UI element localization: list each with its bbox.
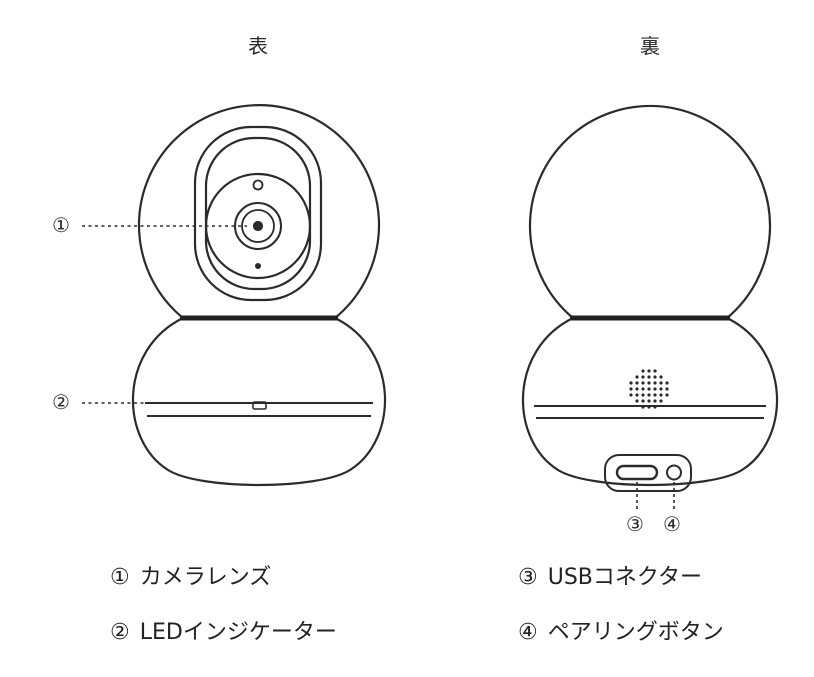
callout-marker-1: ① xyxy=(52,213,70,237)
speaker-hole xyxy=(635,375,639,379)
pairing-button xyxy=(666,464,682,481)
speaker-hole xyxy=(629,393,633,397)
speaker-hole xyxy=(647,381,651,385)
lens-ring-inner xyxy=(241,209,275,243)
speaker-hole xyxy=(659,399,663,403)
speaker-hole xyxy=(653,369,657,373)
speaker-hole xyxy=(647,369,651,373)
speaker-hole xyxy=(641,405,645,409)
speaker-hole xyxy=(647,399,651,403)
speaker-hole xyxy=(641,387,645,391)
legend-number: ① xyxy=(110,565,130,590)
legend-number: ② xyxy=(110,620,130,645)
speaker-hole xyxy=(635,381,639,385)
speaker-hole xyxy=(629,387,633,391)
speaker-hole xyxy=(653,399,657,403)
speaker-hole xyxy=(641,381,645,385)
legend-item-2: ② LEDインジケーター xyxy=(110,622,337,644)
speaker-hole xyxy=(665,387,669,391)
callout-marker-4: ④ xyxy=(663,512,681,536)
speaker-hole xyxy=(641,369,645,373)
speaker-hole xyxy=(659,381,663,385)
front-body xyxy=(131,317,387,487)
speaker-hole xyxy=(641,375,645,379)
speaker-hole xyxy=(635,399,639,403)
lens-ring-outer xyxy=(234,202,282,250)
lens-housing-inner xyxy=(204,136,312,291)
speaker-hole xyxy=(647,375,651,379)
speaker-hole xyxy=(629,381,633,385)
legend-item-1: ① カメラレンズ xyxy=(110,567,271,589)
microphone-hole xyxy=(255,263,261,269)
legend-item-4: ④ ペアリングボタン xyxy=(518,622,724,644)
speaker-hole xyxy=(659,375,663,379)
speaker-hole xyxy=(665,381,669,385)
speaker-hole xyxy=(635,387,639,391)
speaker-hole xyxy=(659,393,663,397)
back-view-title: 裏 xyxy=(640,34,660,58)
callout-marker-2: ② xyxy=(52,390,70,414)
speaker-hole xyxy=(665,393,669,397)
front-head-sphere xyxy=(137,104,381,319)
speaker-hole xyxy=(659,387,663,391)
speaker-hole xyxy=(653,375,657,379)
usb-c-port xyxy=(615,464,659,481)
callout-marker-3: ③ xyxy=(626,512,644,536)
speaker-grille xyxy=(629,369,669,409)
speaker-hole xyxy=(635,393,639,397)
speaker-hole xyxy=(647,387,651,391)
port-panel xyxy=(604,454,692,492)
light-sensor xyxy=(252,179,264,191)
speaker-hole xyxy=(653,381,657,385)
back-body xyxy=(521,317,779,487)
legend-label-pairing-button: ペアリングボタン xyxy=(547,620,724,645)
legend-label-usb-connector: USBコネクター xyxy=(547,565,703,590)
legend-number: ④ xyxy=(518,620,538,645)
speaker-hole xyxy=(641,393,645,397)
legend-label-led-indicator: LEDインジケーター xyxy=(139,620,337,645)
speaker-hole xyxy=(653,393,657,397)
back-head-sphere xyxy=(528,104,772,319)
led-indicator xyxy=(252,401,267,410)
front-camera-illustration xyxy=(131,104,387,487)
speaker-hole xyxy=(653,387,657,391)
speaker-hole xyxy=(647,405,651,409)
legend-label-camera-lens: カメラレンズ xyxy=(139,565,272,590)
legend-item-3: ③ USBコネクター xyxy=(518,567,702,589)
back-camera-illustration xyxy=(521,104,779,492)
front-view-title: 表 xyxy=(248,34,268,58)
lens-center xyxy=(252,220,264,232)
speaker-hole xyxy=(653,405,657,409)
legend-number: ③ xyxy=(518,565,538,590)
lens-housing-outer xyxy=(193,125,323,302)
speaker-hole xyxy=(641,399,645,403)
speaker-hole xyxy=(647,393,651,397)
